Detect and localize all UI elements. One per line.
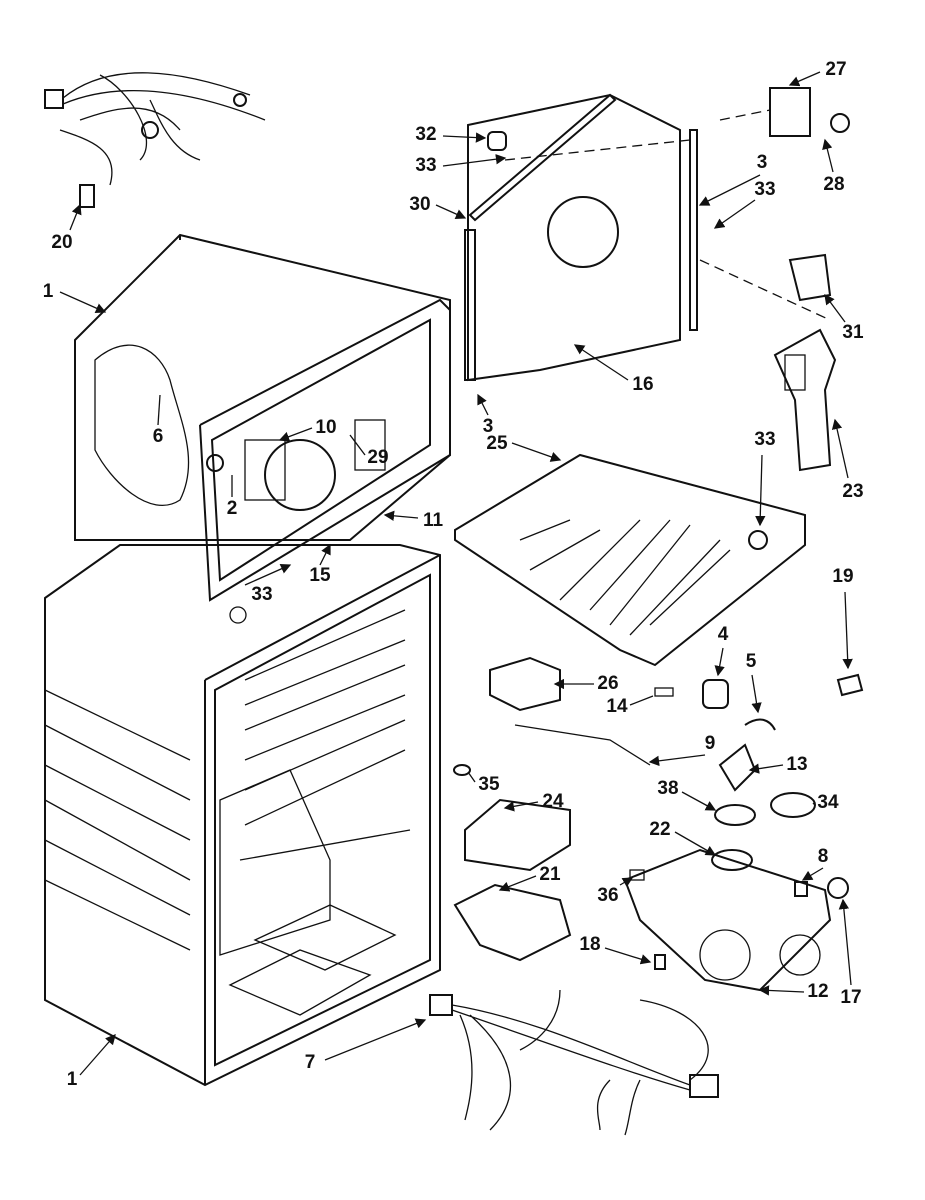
callout-29: 29: [367, 447, 388, 468]
callout-1: 1: [67, 1069, 78, 1090]
callout-36: 36: [597, 885, 618, 906]
callout-26: 26: [597, 673, 618, 694]
callout-33: 33: [754, 179, 775, 200]
callout-22: 22: [649, 819, 670, 840]
callout-23: 23: [842, 481, 863, 502]
callout-14: 14: [606, 696, 628, 717]
wire-harness-upper: [44, 72, 266, 208]
callout-9: 9: [705, 733, 716, 754]
callout-18: 18: [579, 934, 600, 955]
callout-30: 30: [409, 194, 430, 215]
callout-3: 3: [757, 152, 768, 173]
callout-38: 38: [657, 778, 678, 799]
callout-20: 20: [51, 232, 72, 253]
callout-11: 11: [423, 510, 444, 531]
callout-2: 2: [227, 498, 238, 519]
callout-labels: 20 1 6 10 29 2 11 15 33 1 7 27 32 33 3 3…: [43, 59, 864, 1090]
callout-5: 5: [746, 651, 757, 672]
shelf-cover: [454, 453, 806, 667]
callout-19: 19: [832, 566, 853, 587]
callout-15: 15: [309, 565, 331, 586]
callout-33: 33: [415, 155, 436, 176]
callout-3: 3: [483, 416, 494, 437]
evaporator-cover: [464, 87, 850, 382]
callout-33: 33: [251, 584, 272, 605]
callout-8: 8: [818, 846, 829, 867]
callout-16: 16: [632, 374, 653, 395]
callout-35: 35: [478, 774, 500, 795]
callout-25: 25: [486, 433, 508, 454]
fresh-food-liner: [44, 544, 441, 1087]
callout-33: 33: [754, 429, 775, 450]
callout-21: 21: [539, 864, 561, 885]
callout-4: 4: [718, 624, 729, 645]
callout-32: 32: [415, 124, 436, 145]
small-parts: [453, 656, 864, 992]
callout-12: 12: [807, 981, 828, 1002]
callout-31: 31: [842, 322, 864, 343]
callout-1: 1: [43, 281, 54, 302]
callout-6: 6: [153, 426, 164, 447]
callout-34: 34: [817, 792, 839, 813]
leader-lines: [59, 71, 853, 1076]
wire-harness-lower: [429, 989, 719, 1136]
freezer-liner: [74, 233, 451, 602]
callout-17: 17: [840, 987, 861, 1008]
callout-27: 27: [825, 59, 846, 80]
callout-10: 10: [315, 417, 336, 438]
callout-7: 7: [305, 1052, 316, 1073]
callout-13: 13: [786, 754, 807, 775]
callout-24: 24: [542, 791, 564, 812]
dispenser-parts: [773, 253, 837, 472]
callout-28: 28: [823, 174, 844, 195]
